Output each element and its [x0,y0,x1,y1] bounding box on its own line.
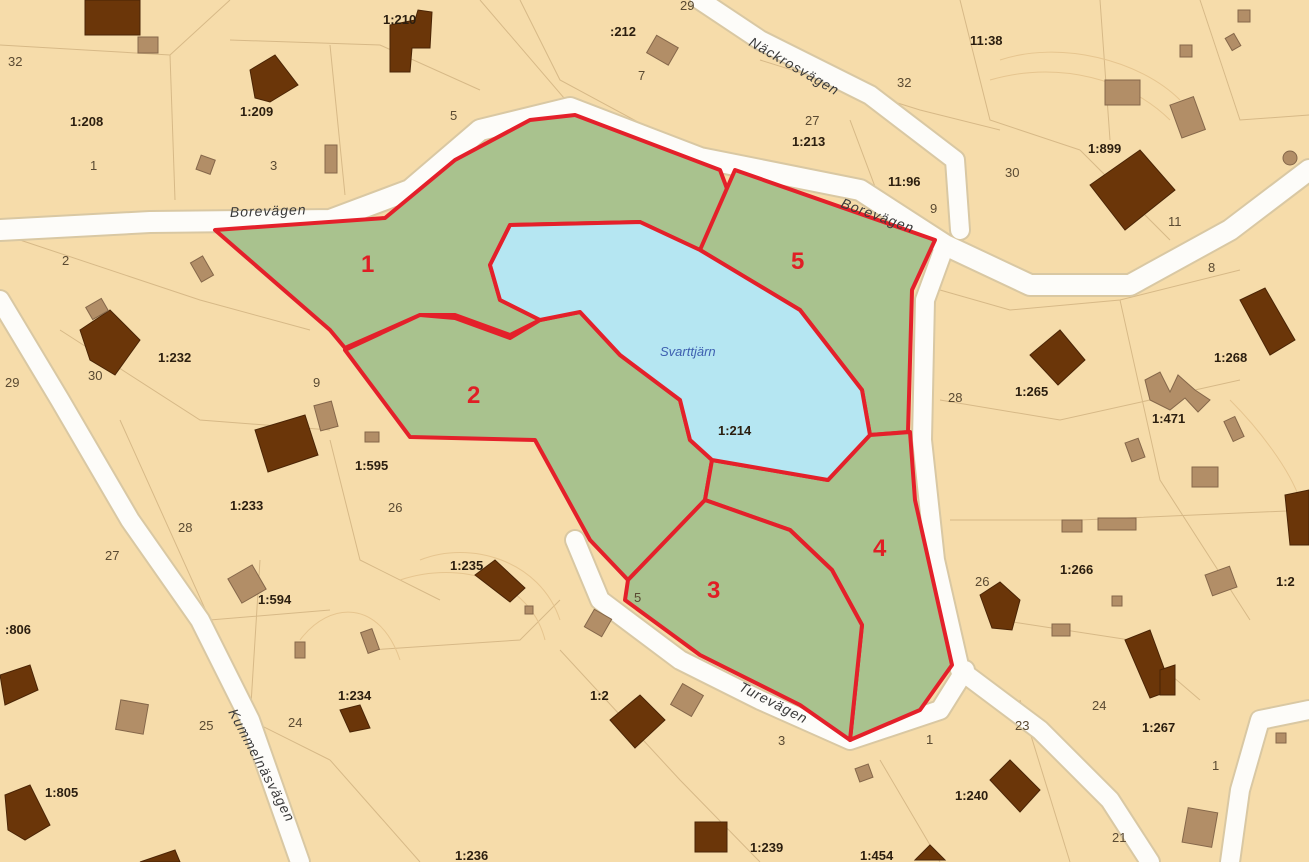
parcel-label: 1:234 [338,688,372,703]
svg-text:27: 27 [105,548,119,563]
address-numbers: 32 29 7 5 32 1 3 27 30 9 11 2 8 29 30 9 … [5,0,1219,845]
parcel-labels: 1:210 :212 11:38 1:209 1:208 1:213 1:899… [5,12,1295,862]
svg-text:11: 11 [1168,214,1182,229]
svg-text:9: 9 [313,375,320,390]
svg-text:28: 28 [948,390,962,405]
lake-name-label: Svarttjärn [660,344,716,359]
svg-text:8: 8 [1208,260,1215,275]
parcel-label: 1:2 [590,688,609,703]
svg-text:32: 32 [897,75,911,90]
svg-text:1: 1 [926,732,933,747]
zone-3-label: 3 [707,577,720,604]
parcel-label: 1:471 [1152,411,1185,426]
road-label-borevagen-west: Borevägen [230,201,307,220]
parcel-label: 1:239 [750,840,783,855]
parcel-label: 1:240 [955,788,988,803]
lake-svarttjarn [488,220,872,482]
parcel-label: 1:209 [240,104,273,119]
park-zones [213,113,954,742]
parcel-label: 1:265 [1015,384,1048,399]
svg-text:30: 30 [88,368,102,383]
zone-2-label: 2 [467,382,480,409]
svg-text:1: 1 [90,158,97,173]
svg-text:27: 27 [805,113,819,128]
zone-3-area [623,498,864,742]
svg-text:26: 26 [388,500,402,515]
zone-labels: 1 2 3 4 5 [361,248,887,604]
zone-5-label: 5 [791,248,804,275]
parcel-label: 1:213 [792,134,825,149]
parcel-label: 1:267 [1142,720,1175,735]
svg-text:3: 3 [270,158,277,173]
parcel-label: :212 [610,24,636,39]
zone-4-label: 4 [873,535,887,562]
zone-1-label: 1 [361,251,374,278]
svg-text:32: 32 [8,54,22,69]
parcel-label: 1:236 [455,848,488,862]
parcel-label: 1:2 [1276,574,1295,589]
parcel-label: 1:595 [355,458,388,473]
parcel-label: 11:96 [888,174,921,189]
parcel-label: 1:233 [230,498,263,513]
svg-text:25: 25 [199,718,213,733]
parcel-label: 1:268 [1214,350,1247,365]
svg-text:5: 5 [450,108,457,123]
parcel-label: 1:235 [450,558,483,573]
parcel-label: 1:899 [1088,141,1121,156]
parcel-label: 11:38 [970,33,1003,48]
lake-parcel-label: 1:214 [718,423,752,438]
svg-text:30: 30 [1005,165,1019,180]
contour-lines [299,51,1301,661]
parcel-label: 1:208 [70,114,103,129]
svg-text:5: 5 [634,590,641,605]
svg-text:3: 3 [778,733,785,748]
svg-text:1: 1 [1212,758,1219,773]
svg-text:9: 9 [930,201,937,216]
svg-text:24: 24 [288,715,302,730]
parcel-label: 1:210 [383,12,416,27]
svg-text:28: 28 [178,520,192,535]
parcel-label: 1:232 [158,350,191,365]
svg-text:23: 23 [1015,718,1029,733]
parcel-label: :806 [5,622,31,637]
svg-text:7: 7 [638,68,645,83]
svg-text:26: 26 [975,574,989,589]
parcel-label: 1:805 [45,785,78,800]
svg-text:29: 29 [680,0,694,13]
svg-text:24: 24 [1092,698,1106,713]
svg-text:2: 2 [62,253,69,268]
svg-text:21: 21 [1112,830,1126,845]
parcel-label: 1:454 [860,848,894,862]
parcel-label: 1:266 [1060,562,1093,577]
svg-text:29: 29 [5,375,19,390]
parcel-label: 1:594 [258,592,292,607]
